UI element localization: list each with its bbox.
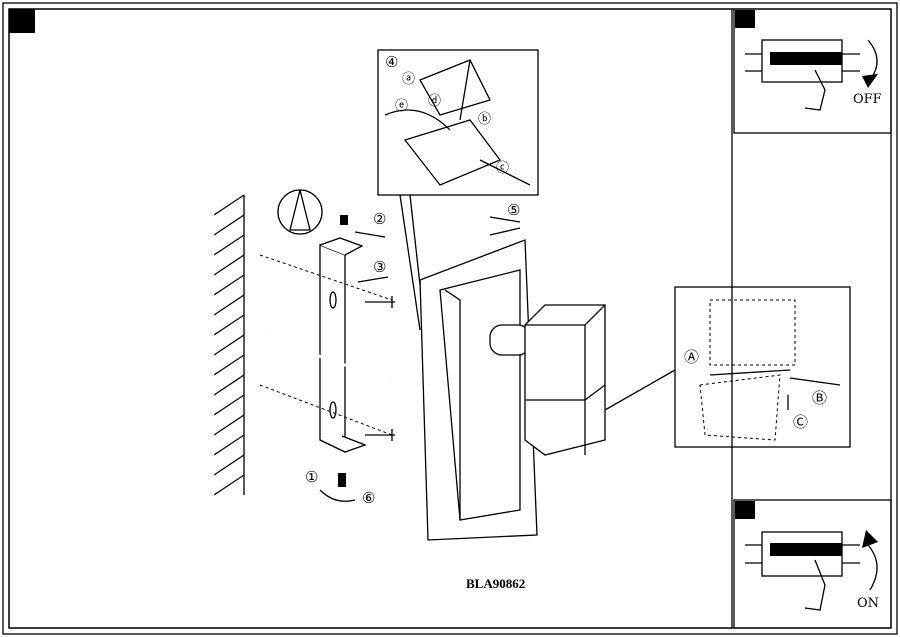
wiring-detail: ④ ⓐ ⓑ ⓒ ⓓ ⓔ	[377, 49, 539, 196]
wall-hatching	[213, 194, 245, 496]
rotate-arrow-icon	[319, 489, 356, 502]
arrow-down-icon	[867, 39, 878, 81]
screw-icon	[365, 429, 395, 441]
off-label: OFF	[853, 92, 882, 107]
glass-label-b: Ⓑ	[812, 389, 827, 407]
hand-icon	[804, 559, 826, 611]
wiring-label-d: ⓓ	[428, 94, 441, 109]
circuit-breaker-icon	[745, 39, 860, 83]
arrow-icon	[354, 231, 389, 283]
arrow-up-icon	[867, 544, 878, 591]
circuit-breaker-icon	[745, 531, 860, 577]
step-6-label: ⑥	[362, 489, 375, 507]
glass-detail: Ⓐ Ⓑ Ⓒ	[674, 286, 851, 448]
document-code: BLA90862	[466, 576, 525, 591]
step-3-label: ③	[373, 258, 386, 276]
mounting-bracket	[319, 237, 367, 454]
hand-icon	[804, 69, 826, 111]
wall-fixture	[419, 239, 606, 541]
main-panel	[8, 8, 733, 629]
wiring-label-c: ⓒ	[496, 161, 509, 176]
step-1-label: ①	[305, 468, 318, 486]
bottom-screw-icon	[338, 473, 346, 487]
glass-label-c: Ⓒ	[793, 413, 808, 431]
power-on-panel: ON	[733, 499, 892, 629]
wiring-label-b: ⓑ	[478, 112, 491, 127]
step-5-label: ⑤	[507, 201, 520, 219]
on-label: ON	[857, 596, 879, 611]
step-4-label: ④	[385, 53, 398, 71]
arrow-icon	[489, 216, 521, 236]
callout-line	[604, 369, 676, 411]
top-screw-icon	[340, 215, 348, 225]
power-off-panel: OFF	[733, 8, 892, 134]
panel-marker-icon	[735, 10, 755, 28]
callout-line	[399, 194, 421, 331]
screw-icon	[365, 296, 395, 308]
panel-marker-icon	[735, 501, 755, 519]
wiring-label-e: ⓔ	[395, 99, 408, 114]
step-2-label: ②	[373, 210, 386, 228]
corner-marker-icon	[9, 9, 35, 33]
wall-plug-detail-icon	[277, 189, 323, 235]
glass-label-a: Ⓐ	[684, 348, 699, 366]
wiring-label-a: ⓐ	[402, 72, 415, 87]
drill-guide-line	[259, 254, 393, 301]
